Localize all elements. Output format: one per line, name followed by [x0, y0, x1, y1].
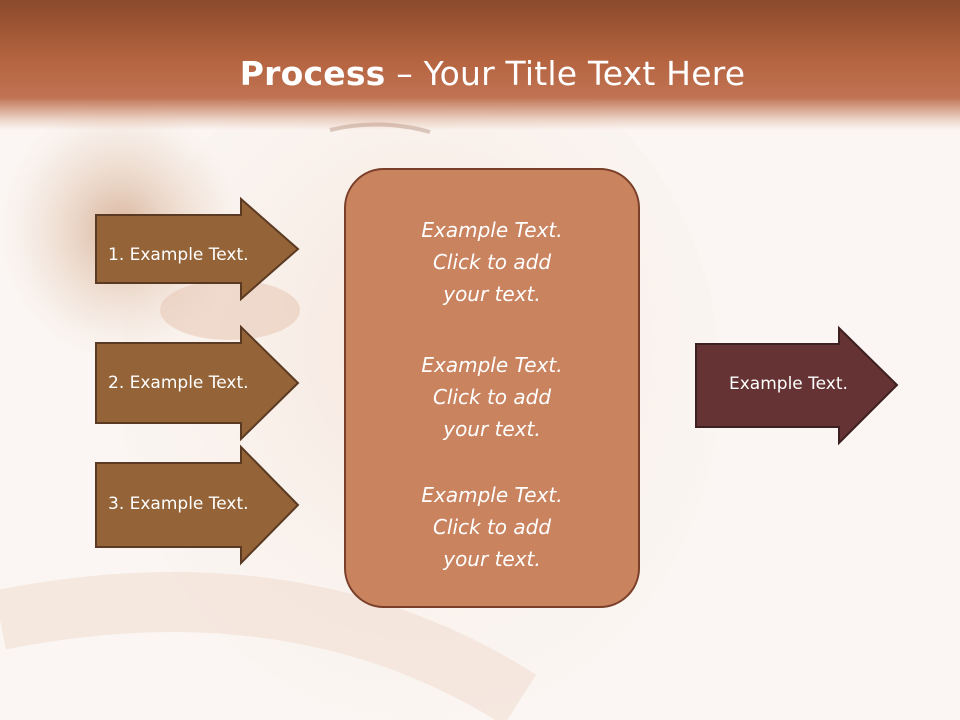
center-line: Click to add — [432, 385, 552, 409]
arrow-shape — [95, 324, 300, 442]
center-line: your text. — [443, 547, 541, 571]
center-line: your text. — [443, 417, 541, 441]
center-text-block-3: Example Text. Click to add your text. — [346, 479, 638, 575]
step-arrow-label: 1. Example Text. — [108, 245, 249, 265]
result-arrow-label: Example Text. — [729, 374, 848, 394]
center-line: Click to add — [432, 250, 552, 274]
center-text-block-2: Example Text. Click to add your text. — [346, 349, 638, 445]
slide-title[interactable]: Process – Your Title Text Here — [0, 52, 960, 96]
center-text-box[interactable]: Example Text. Click to add your text. Ex… — [344, 168, 640, 608]
step-arrow-2[interactable]: 2. Example Text. — [95, 324, 300, 442]
result-arrow[interactable]: Example Text. — [695, 325, 900, 446]
step-arrow-3[interactable]: 3. Example Text. — [95, 444, 300, 566]
center-text-block-1: Example Text. Click to add your text. — [346, 214, 638, 310]
center-line: Example Text. — [421, 218, 563, 242]
center-line: your text. — [443, 282, 541, 306]
arrow-shape — [695, 325, 899, 446]
title-rest: – Your Title Text Here — [385, 54, 746, 93]
step-arrow-label: 3. Example Text. — [108, 494, 249, 514]
title-band — [0, 0, 960, 130]
step-arrow-1[interactable]: 1. Example Text. — [95, 196, 300, 302]
arrow-shape — [95, 196, 300, 302]
center-line: Example Text. — [421, 353, 563, 377]
center-line: Click to add — [432, 515, 552, 539]
center-line: Example Text. — [421, 483, 563, 507]
title-bold-word: Process — [239, 54, 386, 93]
step-arrow-label: 2. Example Text. — [108, 373, 249, 393]
arrow-shape — [95, 444, 300, 566]
